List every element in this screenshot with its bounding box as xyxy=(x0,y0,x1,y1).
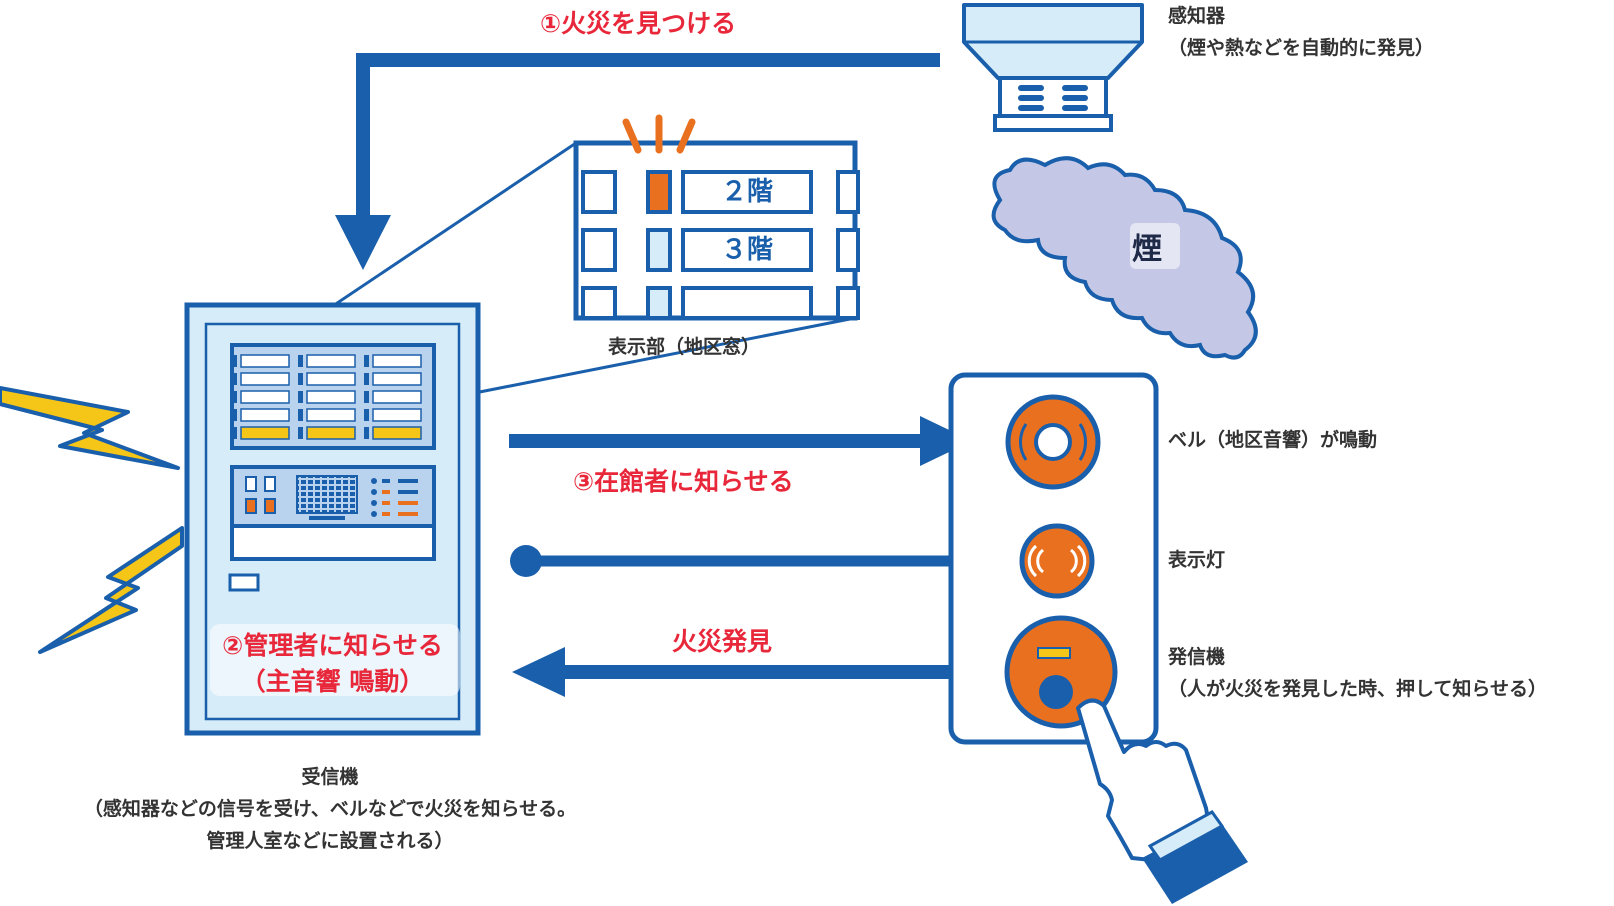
detect-arrow xyxy=(335,53,940,270)
detector-desc: （煙や熱などを自動的に発見） xyxy=(1168,37,1435,59)
smoke-label-bg xyxy=(1130,223,1180,269)
receiver-desc-1: （感知器などの信号を受け、ベルなどで火災を知らせる。 xyxy=(83,798,577,820)
fire-found-arrow xyxy=(512,647,972,697)
step-detect-label: ①火災を見つける xyxy=(540,9,737,38)
transmitter-desc: （人が火災を発見した時、押して知らせる） xyxy=(1168,678,1548,700)
push-button-icon xyxy=(1004,615,1118,729)
receiver-title: 受信機 xyxy=(301,766,359,788)
display-floor-2: ２階 xyxy=(720,177,773,207)
smoke-label: 煙 xyxy=(1132,232,1162,267)
display-zoom xyxy=(573,114,860,321)
receiver-desc-2: 管理人室などに設置される） xyxy=(206,830,454,852)
lamp-connection-line xyxy=(510,545,1001,577)
step-notify-manager-label: ②管理者に知らせる xyxy=(222,631,443,660)
display-caption: 表示部（地区窓） xyxy=(608,336,761,358)
bell-label: ベル（地区音響）が鳴動 xyxy=(1168,429,1378,451)
lamp-icon xyxy=(1019,523,1095,599)
transmitter-title: 発信機 xyxy=(1168,646,1226,668)
notify-occupants-arrow xyxy=(509,416,972,466)
hand-icon xyxy=(1076,698,1248,904)
smoke-cloud-icon xyxy=(991,156,1258,360)
display-floor-3: ３階 xyxy=(720,235,773,265)
lamp-label: 表示灯 xyxy=(1168,549,1226,571)
step-notify-manager-sub: （主音響 鳴動） xyxy=(240,667,425,696)
bell-icon xyxy=(1005,394,1101,490)
lightning-icon xyxy=(38,526,184,654)
step-notify-occupants-label: ③在館者に知らせる xyxy=(573,467,794,496)
detector-title: 感知器 xyxy=(1168,5,1226,27)
lightning-icon xyxy=(0,386,180,470)
zoom-line-bottom xyxy=(433,316,856,403)
detector-icon xyxy=(962,3,1144,132)
fire-found-label: 火災発見 xyxy=(672,627,773,656)
receiver-panel xyxy=(184,302,481,736)
